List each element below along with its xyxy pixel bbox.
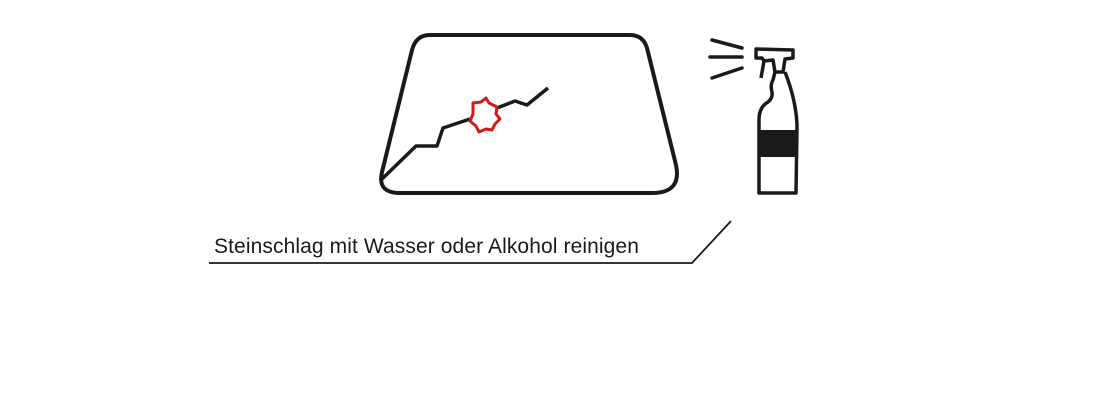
windshield-icon: [379, 33, 679, 195]
caption-underline: [209, 220, 732, 264]
spray-bottle-icon: [754, 47, 799, 195]
crack-icon: [496, 86, 550, 110]
crack-icon: [380, 117, 471, 181]
spray-lines-icon: [708, 38, 744, 80]
caption-text: Steinschlag mit Wasser oder Alkohol rein…: [214, 235, 639, 258]
stone-chip-icon: [468, 96, 502, 134]
